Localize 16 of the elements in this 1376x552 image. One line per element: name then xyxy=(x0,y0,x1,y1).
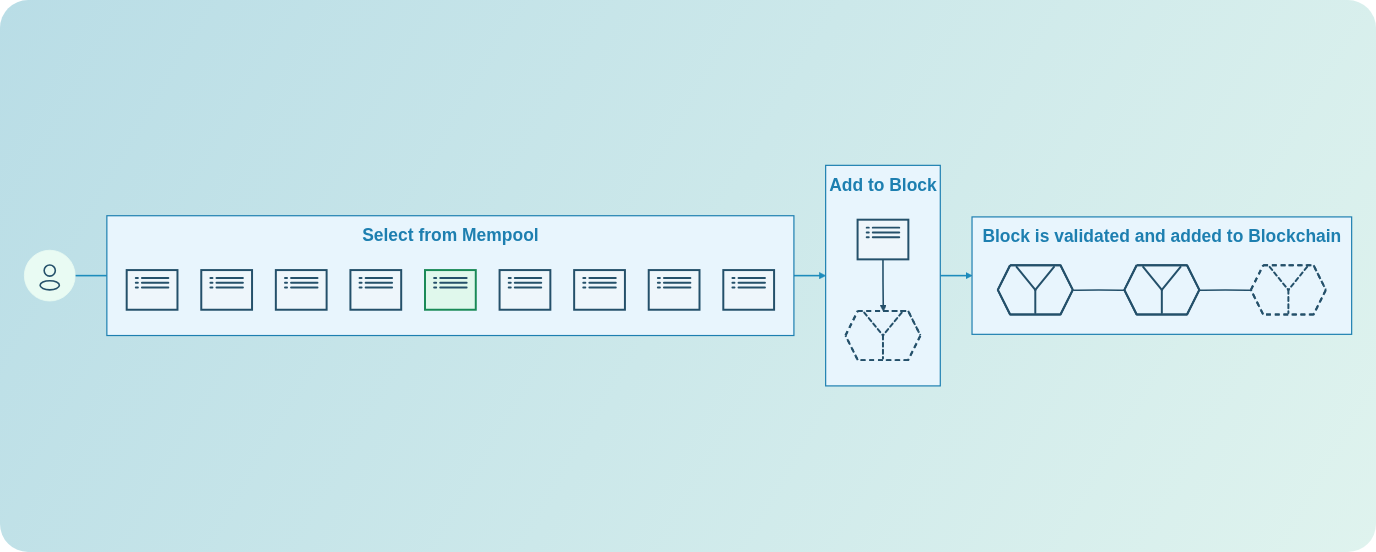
cluster: Block is validated and added to Blockchain xyxy=(971,216,1353,336)
node-picture xyxy=(647,269,701,312)
node-picture xyxy=(856,219,910,261)
node-picture xyxy=(125,269,179,312)
cluster: Add to Block xyxy=(825,165,941,387)
node-picture xyxy=(722,269,776,312)
node-picture xyxy=(424,269,477,312)
node-picture xyxy=(573,269,626,312)
node-picture xyxy=(274,269,328,312)
arrow xyxy=(879,258,887,312)
cluster: Select from Mempool xyxy=(106,215,795,337)
arrow xyxy=(793,272,826,280)
node-picture xyxy=(200,269,254,312)
node-person xyxy=(23,250,76,302)
node-picture xyxy=(498,269,552,312)
node-picture xyxy=(349,269,403,312)
